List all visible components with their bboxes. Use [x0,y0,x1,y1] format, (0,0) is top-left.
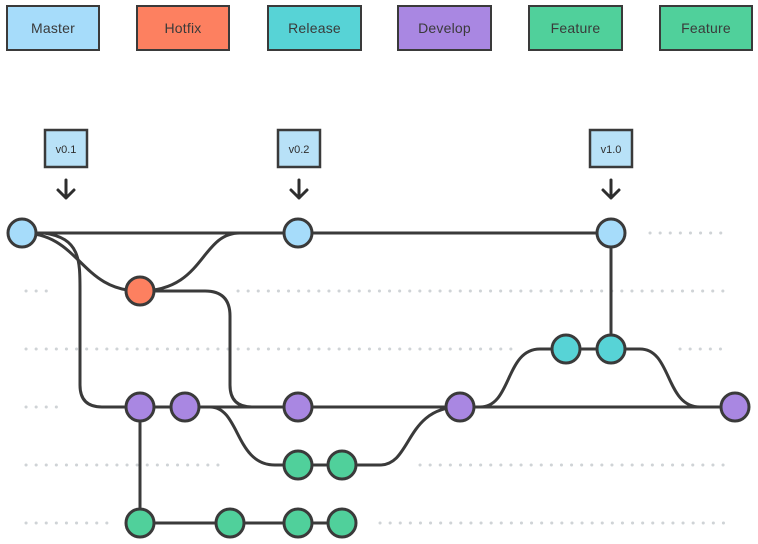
develop-commit-4 [444,391,476,423]
commits [6,217,751,539]
master-commit-3 [595,217,627,249]
develop-to-release [458,347,613,409]
lane-guides [24,231,726,525]
hotfix-to-master [138,231,242,293]
down-arrow-icon [289,178,309,200]
develop-commit-1 [124,391,156,423]
hotfix-commit [124,275,156,307]
release-commit-1 [550,333,582,365]
master-commit-2 [282,217,314,249]
feature1-commit-1 [282,449,314,481]
feature2-commit-1 [124,507,156,539]
legend-release: Release [267,5,362,51]
tag-v0-2: v0.2 [276,128,322,200]
master-commit-1 [6,217,38,249]
develop-commit-2 [169,391,201,423]
svg-text:v1.0: v1.0 [601,144,622,156]
legend-feature-2: Feature [659,5,753,51]
legend-feature-1: Feature [528,5,623,51]
feature1-to-develop [340,405,462,467]
legend-hotfix: Hotfix [136,5,230,51]
feature2-commit-2 [214,507,246,539]
branch-legend: Master Hotfix Release Develop Feature Fe… [0,0,758,60]
feature2-commit-4 [326,507,358,539]
tag-v0-1: v0.1 [43,128,89,200]
release-commit-2 [595,333,627,365]
legend-develop: Develop [397,5,492,51]
release-to-develop [609,347,702,409]
svg-text:v0.2: v0.2 [289,144,310,156]
version-tags: v0.1 v0.2 v1.0 [43,128,634,200]
master-to-develop [42,231,142,409]
down-arrow-icon [601,178,621,200]
svg-text:v0.1: v0.1 [56,144,77,156]
branch-lines [20,231,737,525]
legend-master: Master [6,5,100,51]
feature1-commit-2 [326,449,358,481]
develop-commit-3 [282,391,314,423]
feature2-commit-3 [282,507,314,539]
develop-to-feature1 [183,405,344,467]
master-to-hotfix [20,231,142,293]
develop-commit-5 [719,391,751,423]
tag-v1-0: v1.0 [588,128,634,200]
down-arrow-icon [56,178,76,200]
